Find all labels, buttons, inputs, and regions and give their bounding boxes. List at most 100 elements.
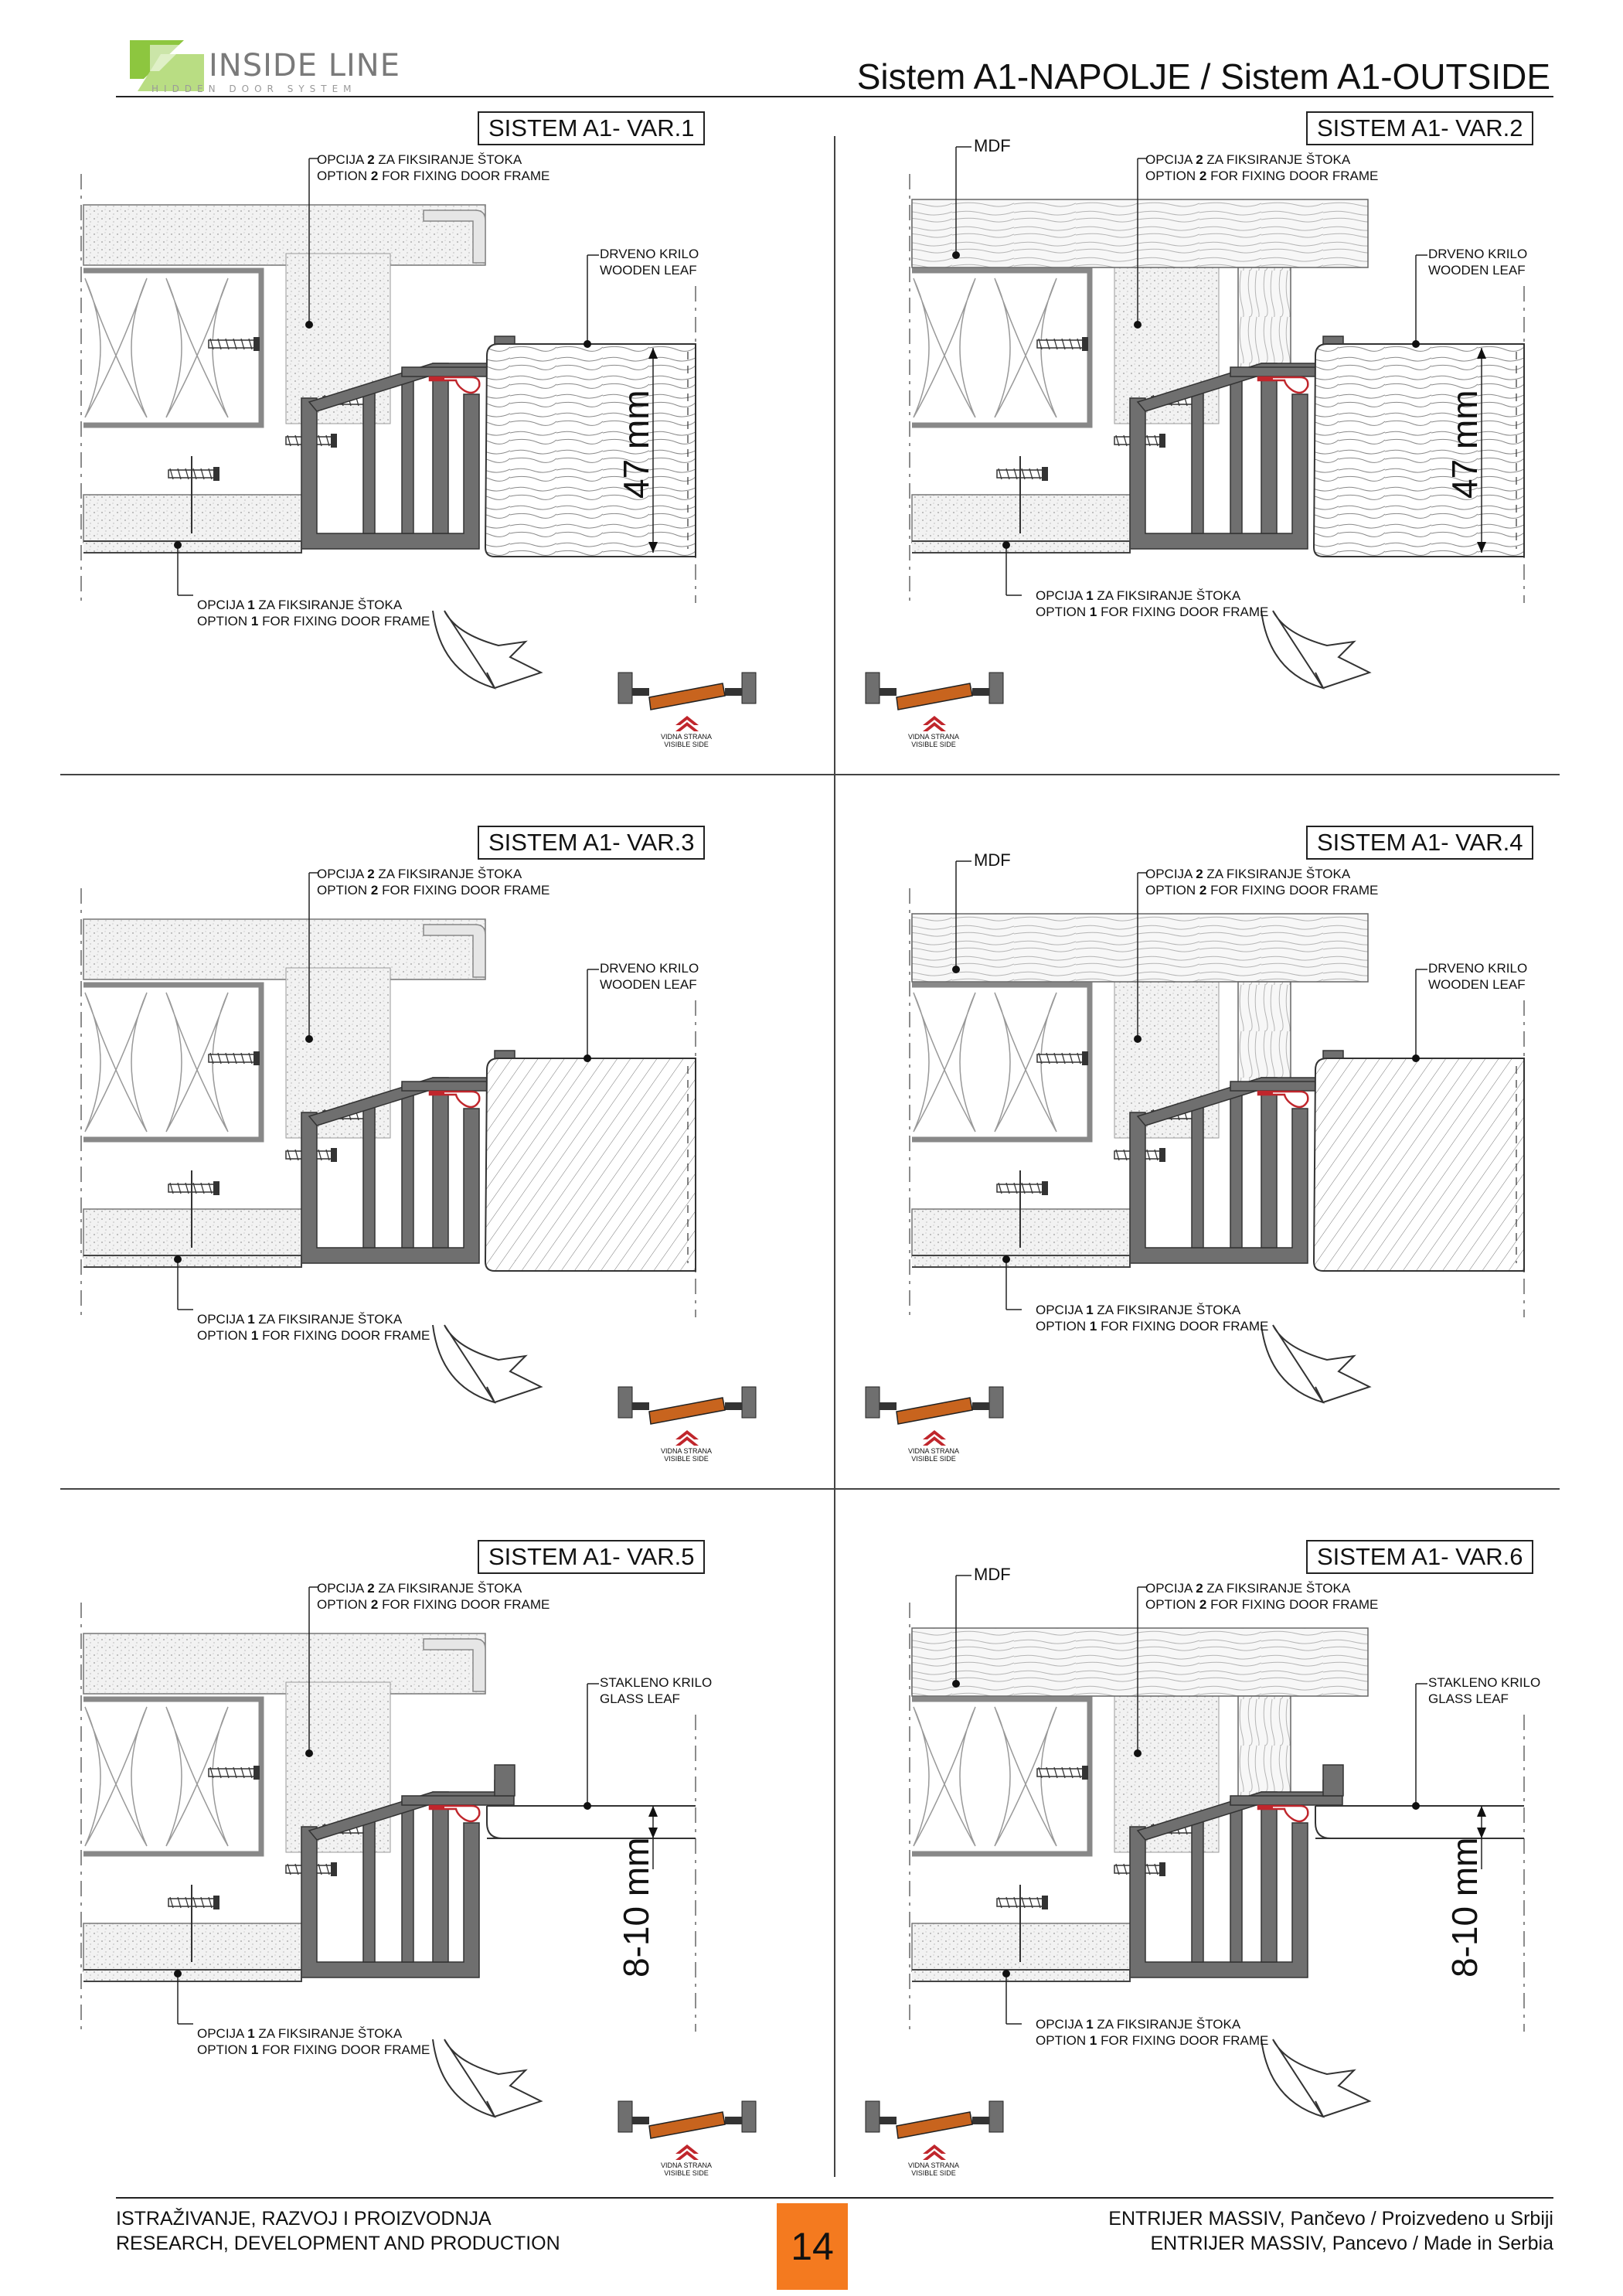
page-number: 14: [777, 2203, 848, 2290]
option-1-en-text: FOR FIXING DOOR FRAME: [1101, 605, 1269, 619]
grid-divider-horizontal-1: [60, 774, 1560, 775]
option-2-en-number: 2: [370, 169, 379, 183]
option-1-sr-prefix: OPCIJA: [197, 1312, 244, 1327]
grid-divider-horizontal-2: [60, 1488, 1560, 1490]
option-1-en-number: 1: [250, 614, 259, 629]
option-2-sr-text: ZA FIKSIRANJE ŠTOKA: [378, 867, 522, 881]
option-2-sr-text: ZA FIKSIRANJE ŠTOKA: [1206, 867, 1351, 881]
option-2-en-number: 2: [370, 883, 379, 898]
option-1-number: 1: [1086, 588, 1094, 603]
option-1-en-prefix: OPTION: [197, 2042, 248, 2057]
option-1-en-number: 1: [250, 2042, 259, 2057]
option-2-sr-text: ZA FIKSIRANJE ŠTOKA: [378, 152, 522, 167]
dimension-label: 47 mm: [616, 390, 656, 499]
option-1-en-prefix: OPTION: [197, 614, 248, 629]
leaf-label-en: WOODEN LEAF: [600, 977, 697, 992]
logo-icon: [130, 40, 204, 91]
footer-right-line-1: ENTRIJER MASSIV, Pančevo / Proizvedeno u…: [1108, 2208, 1553, 2230]
leaf-label-en: WOODEN LEAF: [600, 263, 697, 278]
footer-left-line-2: RESEARCH, DEVELOPMENT AND PRODUCTION: [116, 2233, 560, 2254]
variant-title: SISTEM A1- VAR.5: [478, 1540, 706, 1574]
visible-side-sr: VIDNA STRANA: [908, 2161, 960, 2169]
leaf-label-sr: DRVENO KRILO: [600, 247, 699, 261]
dimension-label: 8-10 mm: [616, 1837, 656, 1977]
grid-divider-vertical: [834, 136, 835, 2177]
swing-diagram-icon: [865, 2100, 1004, 2160]
leaf-label-sr: DRVENO KRILO: [600, 961, 699, 976]
swing-diagram-icon: [618, 672, 757, 731]
leaf-label-sr: STAKLENO KRILO: [1428, 1675, 1541, 1690]
visible-side-en: VISIBLE SIDE: [664, 2169, 709, 2177]
option-2-sr-text: ZA FIKSIRANJE ŠTOKA: [1206, 152, 1351, 167]
option-2-en-number: 2: [1199, 169, 1207, 183]
mdf-label: MDF: [974, 850, 1011, 870]
option-1-en-prefix: OPTION: [1036, 2033, 1087, 2048]
option-2-sr-text: ZA FIKSIRANJE ŠTOKA: [1206, 1581, 1351, 1596]
option-2-sr-prefix: OPCIJA: [317, 867, 364, 881]
page-title: Sistem A1-NAPOLJE / Sistem A1-OUTSIDE: [856, 56, 1550, 97]
option-1-en-prefix: OPTION: [1036, 605, 1087, 619]
option-1-en-text: FOR FIXING DOOR FRAME: [1101, 2033, 1269, 2048]
option-2-number: 2: [1196, 867, 1203, 881]
visible-side-sr: VIDNA STRANA: [661, 733, 713, 741]
swing-diagram-icon: [865, 672, 1004, 731]
option-2-en-text: FOR FIXING DOOR FRAME: [1210, 883, 1379, 898]
footer-rule: [116, 2197, 1553, 2199]
option-1-sr-prefix: OPCIJA: [1036, 1303, 1083, 1317]
footer-left-line-1: ISTRAŽIVANJE, RAZVOJ I PROIZVODNJA: [116, 2208, 492, 2230]
option-1-sr-prefix: OPCIJA: [1036, 588, 1083, 603]
option-2-en-text: FOR FIXING DOOR FRAME: [382, 169, 550, 183]
visible-side-sr: VIDNA STRANA: [908, 733, 960, 741]
option-1-number: 1: [1086, 2017, 1094, 2032]
variant-title: SISTEM A1- VAR.4: [1306, 826, 1534, 860]
option-1-en-text: FOR FIXING DOOR FRAME: [262, 2042, 430, 2057]
option-2-en-prefix: OPTION: [317, 169, 368, 183]
option-2-sr-prefix: OPCIJA: [1145, 867, 1193, 881]
option-2-sr-text: ZA FIKSIRANJE ŠTOKA: [378, 1581, 522, 1596]
option-1-sr-text: ZA FIKSIRANJE ŠTOKA: [1097, 2017, 1241, 2032]
leaf-label-sr: STAKLENO KRILO: [600, 1675, 713, 1690]
visible-side-en: VISIBLE SIDE: [911, 2169, 956, 2177]
header-rule: [116, 96, 1553, 97]
option-1-number: 1: [247, 1312, 255, 1327]
section-drawing: [80, 158, 757, 731]
section-drawing: [865, 1575, 1525, 2160]
dimension-label: 8-10 mm: [1444, 1837, 1485, 1977]
visible-side-en: VISIBLE SIDE: [664, 1455, 709, 1463]
mdf-label: MDF: [974, 1565, 1011, 1584]
mdf-label: MDF: [974, 136, 1011, 155]
visible-side-sr: VIDNA STRANA: [661, 1447, 713, 1455]
swing-diagram-icon: [618, 2100, 757, 2160]
option-2-number: 2: [367, 867, 375, 881]
leaf-label-en: GLASS LEAF: [1428, 1691, 1509, 1706]
option-2-sr-prefix: OPCIJA: [1145, 152, 1193, 167]
option-1-en-text: FOR FIXING DOOR FRAME: [262, 1328, 430, 1343]
leaf-label-en: WOODEN LEAF: [1428, 263, 1526, 278]
section-drawing: [865, 146, 1525, 731]
leaf-label-sr: DRVENO KRILO: [1428, 247, 1528, 261]
section-drawing: [80, 1586, 757, 2160]
variant-title: SISTEM A1- VAR.6: [1306, 1540, 1534, 1574]
option-1-en-number: 1: [1089, 605, 1097, 619]
option-2-en-number: 2: [1199, 1597, 1207, 1612]
option-1-sr-prefix: OPCIJA: [197, 2026, 244, 2041]
leaf-label-sr: DRVENO KRILO: [1428, 961, 1528, 976]
leaf-label: DRVENO KRILO WOODEN LEAF: [600, 246, 699, 278]
section-drawing: [80, 872, 757, 1446]
option-1-sr-prefix: OPCIJA: [197, 598, 244, 612]
option-1-number: 1: [247, 598, 255, 612]
